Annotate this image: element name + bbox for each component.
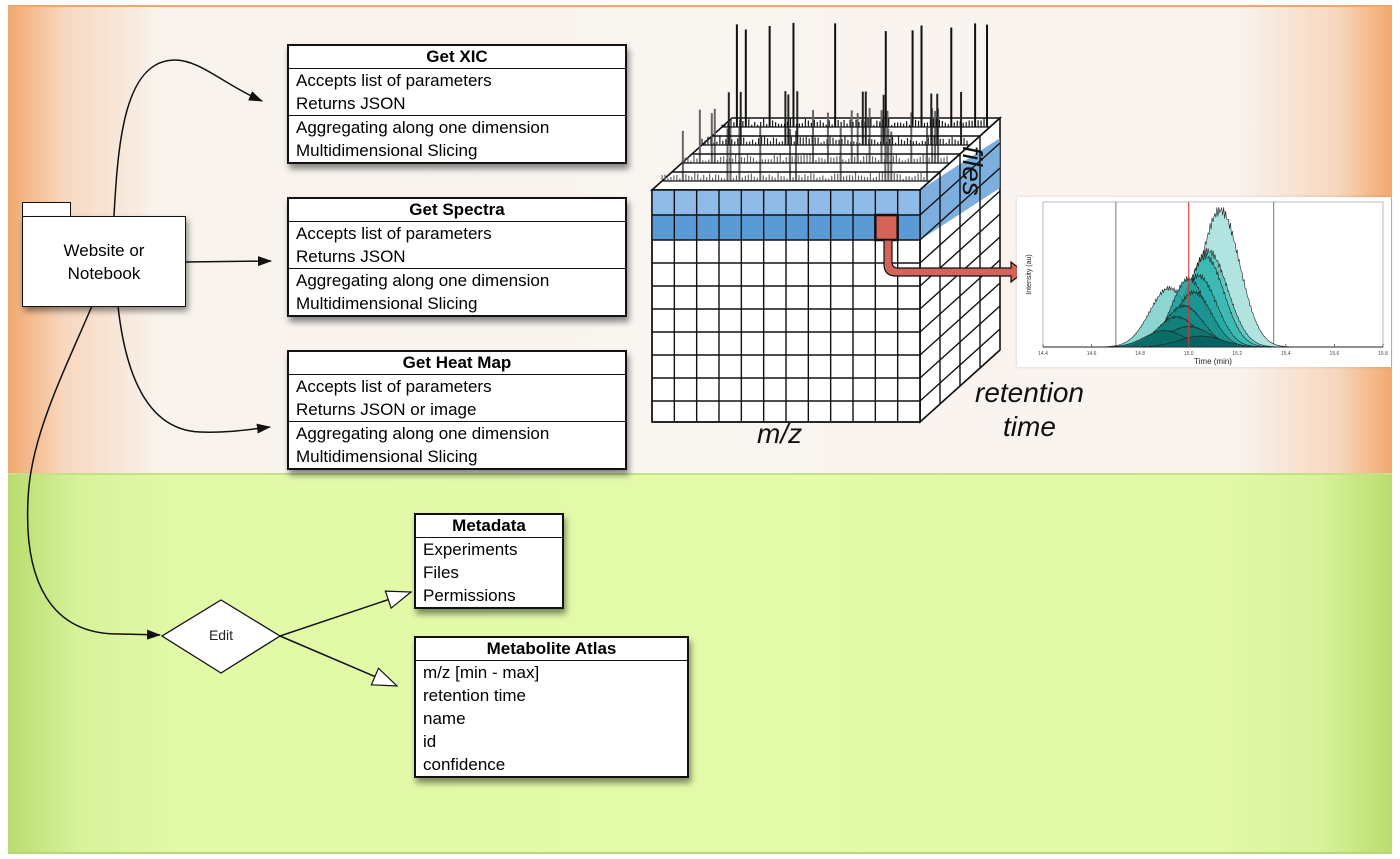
connector-xic <box>113 59 263 217</box>
connector-metadata <box>279 592 411 637</box>
service-row: Accepts list of parameters <box>296 224 492 243</box>
metadata-panel <box>8 473 1392 854</box>
service-row: Aggregating along one dimension <box>296 118 550 137</box>
atlas-row: name <box>423 709 466 728</box>
service-title: Get Heat Map <box>289 352 625 375</box>
service-title: Get Spectra <box>289 199 625 222</box>
metadata-title: Metadata <box>416 515 562 538</box>
service-get-spectra[interactable]: Get Spectra Accepts list of parameters R… <box>287 197 627 317</box>
side-grid-line <box>919 305 1001 379</box>
metabolite-atlas-box[interactable]: Metabolite Atlas m/z [min - max] retenti… <box>414 636 689 778</box>
rt-label-line1: retention <box>975 377 1084 408</box>
x-tick-label: 14.4 <box>1038 351 1048 357</box>
service-row: Returns JSON <box>296 94 406 113</box>
atlas-title: Metabolite Atlas <box>416 638 687 661</box>
files-axis-label: files <box>957 146 988 196</box>
metadata-box[interactable]: Metadata Experiments Files Permissions <box>414 513 564 609</box>
y-axis-label: Intensity (au) <box>1026 254 1033 294</box>
service-get-heat-map[interactable]: Get Heat Map Accepts list of parameters … <box>287 350 627 470</box>
service-row: Multidimensional Slicing <box>296 447 478 466</box>
atlas-row: retention time <box>423 686 526 705</box>
x-tick-label: 15.8 <box>1378 351 1388 357</box>
service-title: Get XIC <box>289 46 625 69</box>
service-row: Aggregating along one dimension <box>296 271 550 290</box>
edit-decision-diamond[interactable] <box>160 599 282 674</box>
service-row: Multidimensional Slicing <box>296 141 478 160</box>
x-tick-label: 14.6 <box>1087 351 1097 357</box>
side-grid-line <box>919 349 1001 423</box>
service-row: Aggregating along one dimension <box>296 424 550 443</box>
x-tick-label: 14.8 <box>1135 351 1145 357</box>
atlas-row: id <box>423 732 437 751</box>
x-tick-label: 15.4 <box>1281 351 1291 357</box>
service-row: Multidimensional Slicing <box>296 294 478 313</box>
data-cube <box>649 22 1003 424</box>
client-label-line1: Website or <box>63 240 145 260</box>
metadata-row: Permissions <box>423 586 516 605</box>
x-tick-label: 15.0 <box>1184 351 1194 357</box>
side-grid-line <box>919 190 1001 264</box>
rt-label-line2: time <box>1003 411 1056 442</box>
edit-label: Edit <box>208 627 234 643</box>
service-row: Returns JSON or image <box>296 400 477 419</box>
side-grid-line <box>919 167 1001 241</box>
x-axis-label: Time (min) <box>1194 357 1232 366</box>
connector-edit <box>26 305 161 640</box>
connector-heatmap <box>117 305 271 434</box>
service-row: Returns JSON <box>296 247 406 266</box>
x-tick-label: 15.2 <box>1232 351 1242 357</box>
service-row: Accepts list of parameters <box>296 71 492 90</box>
client-label-line2: Notebook <box>67 263 141 283</box>
side-grid-line <box>919 328 1001 402</box>
selected-cell <box>874 213 899 242</box>
atlas-row: m/z [min - max] <box>423 663 540 682</box>
service-get-xic[interactable]: Get XIC Accepts list of parameters Retur… <box>287 44 627 164</box>
side-grid-line <box>919 282 1001 356</box>
connector-spectra <box>184 256 272 267</box>
metadata-row: Experiments <box>423 540 518 559</box>
x-tick-label: 15.6 <box>1330 351 1340 357</box>
retention-time-axis-label: retention time <box>975 376 1084 444</box>
service-row: Accepts list of parameters <box>296 377 492 396</box>
mz-axis-label: m/z <box>757 418 803 449</box>
side-grid-line <box>919 117 1001 191</box>
website-or-notebook-box[interactable]: Website or Notebook <box>22 216 186 307</box>
atlas-row: confidence <box>423 755 506 774</box>
connector-atlas <box>279 635 397 687</box>
chromatogram-trace <box>1043 335 1383 348</box>
metadata-row: Files <box>423 563 459 582</box>
client-box-tab <box>22 202 71 217</box>
side-grid-line <box>919 142 1001 216</box>
